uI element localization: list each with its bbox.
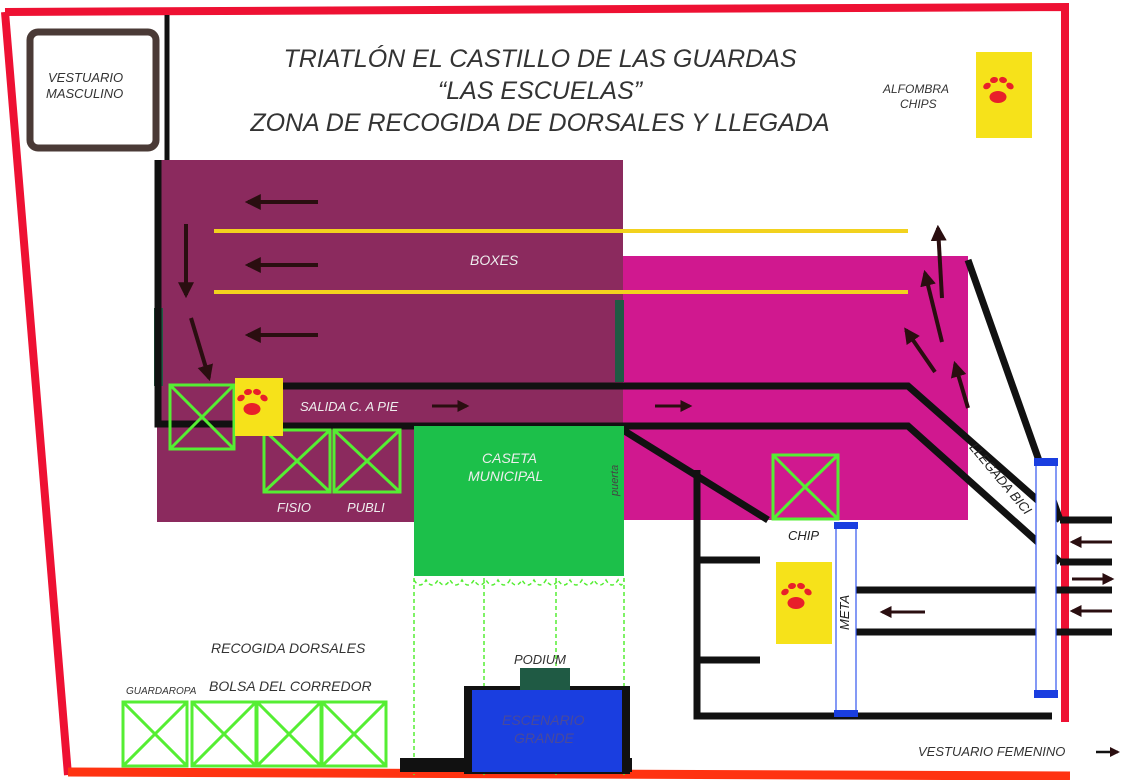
boxes-label: BOXES	[470, 252, 519, 268]
flow-arrows	[178, 194, 1115, 618]
alfombra-chips-label-2: CHIPS	[900, 97, 937, 111]
tent-icon	[168, 383, 236, 451]
tent-icon	[121, 700, 189, 768]
map-title-line2: “LAS ESCUELAS”	[437, 77, 643, 105]
map-title-line1: TRIATLÓN EL CASTILLO DE LAS GUARDAS	[283, 45, 797, 73]
chip-label: CHIP	[788, 528, 820, 543]
podium-label: PODIUM	[514, 652, 566, 667]
caseta-label-1: CASETA	[482, 450, 537, 466]
vestuario-masculino-label-1: VESTUARIO	[48, 70, 124, 85]
puerta-label: puerta	[609, 464, 621, 496]
finish-arch-meta	[834, 522, 858, 717]
tent-icon	[320, 700, 388, 768]
recogida-dorsales-label: RECOGIDA DORSALES	[211, 640, 366, 656]
tent-icon	[262, 428, 332, 494]
alfombra-chips-label-1: ALFOMBRA	[883, 82, 950, 96]
tent-icon	[190, 700, 258, 768]
fisio-label: FISIO	[277, 500, 311, 515]
escenario-label-1: ESCENARIO	[502, 712, 585, 728]
vestuario-femenino-label: VESTUARIO FEMENINO	[918, 744, 1066, 759]
gate-bar-mid	[615, 300, 624, 382]
caseta-label-2: MUNICIPAL	[468, 468, 544, 484]
stage-structure	[400, 668, 632, 774]
bolsa-corredor-label: BOLSA DEL CORREDOR	[209, 678, 372, 694]
map-title-line3: ZONA DE RECOGIDA DE DORSALES Y LLEGADA	[250, 109, 830, 137]
tent-icon	[771, 453, 840, 521]
tent-icons	[121, 383, 840, 768]
publi-label: PUBLI	[347, 500, 385, 515]
tent-icon	[255, 700, 323, 768]
finish-arch-bike	[1034, 458, 1058, 698]
escenario-label-2: GRANDE	[514, 730, 574, 746]
guardaropa-label: GUARDAROPA	[126, 686, 197, 697]
salida-label: SALIDA C. A PIE	[300, 399, 399, 414]
tent-icon	[332, 428, 402, 494]
vestuario-masculino-label-2: MASCULINO	[46, 86, 124, 101]
caseta-municipal	[414, 426, 624, 576]
vestuario-masculino-frame	[26, 28, 160, 152]
meta-label: META	[837, 594, 852, 630]
